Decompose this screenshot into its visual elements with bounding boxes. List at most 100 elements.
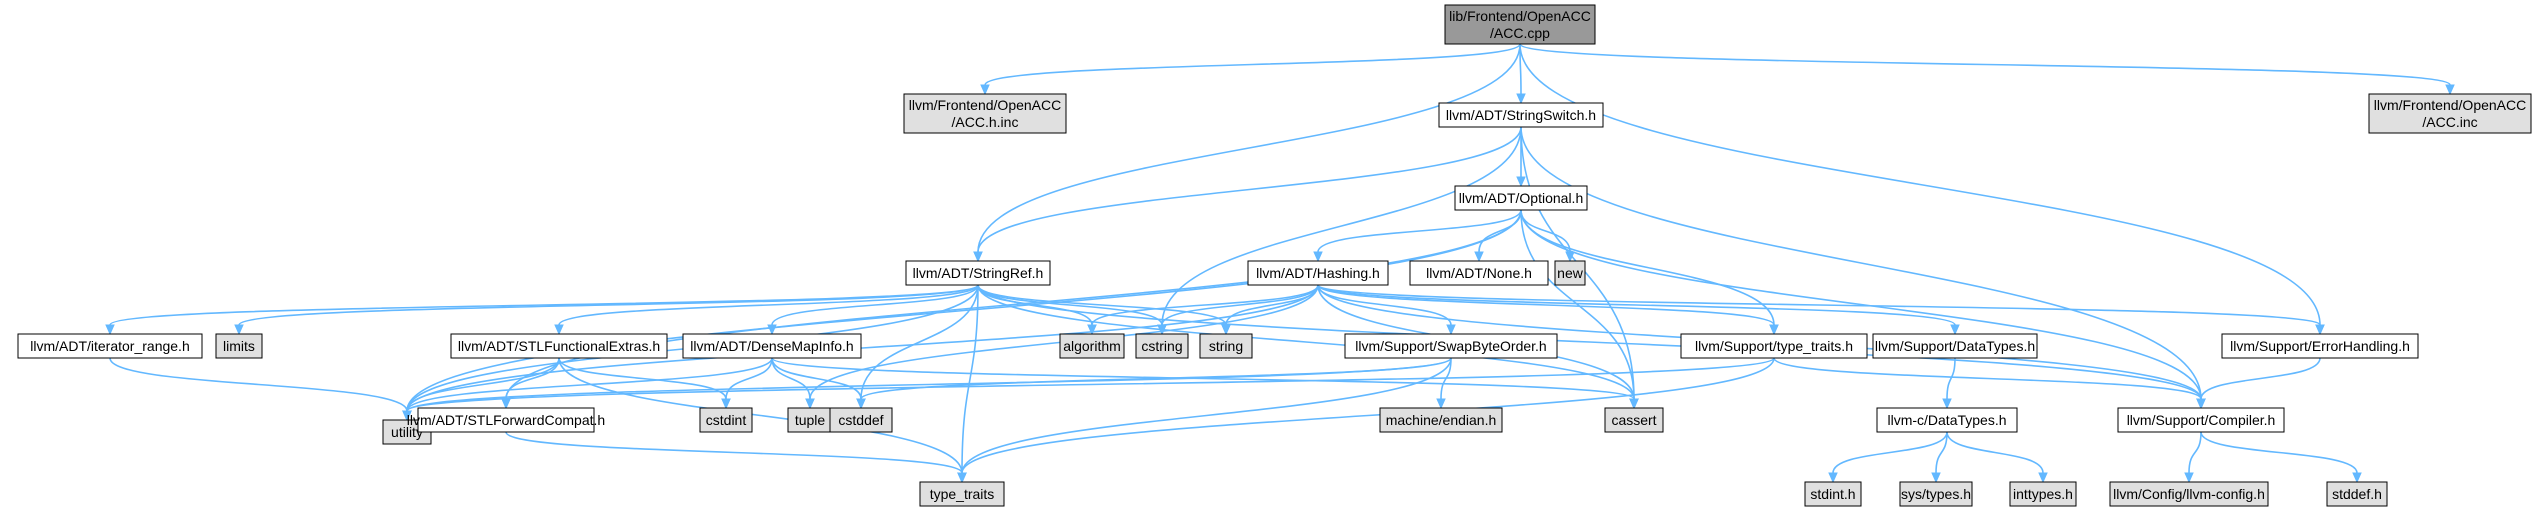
edge-stringswitch-to-compiler	[1520, 126, 2206, 410]
node-label: llvm/ADT/STLFunctionalExtras.h	[458, 338, 660, 354]
node-algorithm[interactable]: algorithm	[1059, 333, 1125, 359]
node-label: llvm/ADT/Optional.h	[1459, 190, 1583, 206]
node-machine-endian[interactable]: machine/endian.h	[1379, 407, 1503, 433]
node-type-traits-h[interactable]: llvm/Support/type_traits.h	[1680, 333, 1868, 359]
node-cstdint[interactable]: cstdint	[699, 407, 753, 433]
node-box	[17, 333, 203, 359]
node-box	[919, 481, 1005, 507]
edge-root-to-stringref	[973, 43, 1521, 263]
edge-c-datatypes-to-stdint	[1828, 431, 1948, 484]
node-label: llvm/Support/Compiler.h	[2127, 412, 2276, 428]
node-label: llvm/ADT/DenseMapInfo.h	[690, 338, 853, 354]
edge-c-datatypes-to-systypes	[1931, 431, 1948, 484]
node-label: llvm/ADT/Hashing.h	[1256, 265, 1380, 281]
node-type-traits[interactable]: type_traits	[919, 481, 1005, 507]
node-box	[2109, 481, 2269, 507]
node-box	[1899, 481, 1973, 507]
node-box	[1876, 407, 2018, 433]
node-cstring[interactable]: cstring	[1135, 333, 1189, 359]
node-box	[1454, 185, 1588, 211]
node-box	[1059, 333, 1125, 359]
node-box	[1444, 4, 1596, 45]
node-box	[1554, 260, 1586, 286]
node-iterator-range[interactable]: llvm/ADT/iterator_range.h	[17, 333, 203, 359]
node-label: string	[1209, 338, 1243, 354]
edge-type-traits-h-to-compiler	[1773, 357, 2206, 410]
node-label: algorithm	[1063, 338, 1121, 354]
node-optional[interactable]: llvm/ADT/Optional.h	[1454, 185, 1588, 211]
node-inttypes[interactable]: inttypes.h	[2009, 481, 2077, 507]
node-label: utility	[391, 424, 423, 440]
node-label: llvm-c/DataTypes.h	[1887, 412, 2006, 428]
node-densemapinfo[interactable]: llvm/ADT/DenseMapInfo.h	[682, 333, 862, 359]
node-stlfunctional[interactable]: llvm/ADT/STLFunctionalExtras.h	[450, 333, 668, 359]
node-box	[2368, 93, 2532, 134]
node-stdint[interactable]: stdint.h	[1804, 481, 1862, 507]
edge-optional-to-compiler	[1520, 209, 2206, 410]
node-datatypes-h[interactable]: llvm/Support/DataTypes.h	[1872, 333, 2038, 359]
node-label: cstdint	[706, 412, 747, 428]
edge-compiler-to-stddef	[2200, 431, 2362, 484]
node-stddef[interactable]: stddef.h	[2326, 481, 2388, 507]
node-label: llvm/ADT/iterator_range.h	[30, 338, 190, 354]
node-label: /ACC.cpp	[1490, 25, 1550, 41]
node-label: tuple	[795, 412, 826, 428]
node-label: llvm/Config/llvm-config.h	[2113, 486, 2265, 502]
node-acc-inc[interactable]: llvm/Frontend/OpenACC/ACC.inc	[2368, 93, 2532, 134]
node-box	[1409, 260, 1549, 286]
edge-stringref-to-algorithm	[977, 284, 1097, 336]
edge-densemapinfo-to-cstdint	[721, 357, 773, 410]
node-none[interactable]: llvm/ADT/None.h	[1409, 260, 1549, 286]
nodes-layer: lib/Frontend/OpenACC/ACC.cpp llvm/Fronten…	[17, 4, 2532, 507]
node-box	[2326, 481, 2388, 507]
node-root[interactable]: lib/Frontend/OpenACC/ACC.cpp	[1444, 4, 1596, 45]
edge-hashing-to-algorithm	[1087, 284, 1319, 336]
node-label: cstring	[1141, 338, 1182, 354]
node-label: /ACC.inc	[2422, 114, 2477, 130]
node-llvm-config[interactable]: llvm/Config/llvm-config.h	[2109, 481, 2269, 507]
node-systypes[interactable]: sys/types.h	[1899, 481, 1973, 507]
node-stringref[interactable]: llvm/ADT/StringRef.h	[905, 260, 1051, 286]
edge-stlforward-to-type-traits	[505, 431, 967, 484]
node-label: sys/types.h	[1901, 486, 1971, 502]
edge-optional-to-hashing	[1313, 209, 1522, 263]
node-stlforward[interactable]: llvm/ADT/STLForwardCompat.h	[407, 407, 605, 433]
node-cassert[interactable]: cassert	[1604, 407, 1664, 433]
node-swapbyteorder[interactable]: llvm/Support/SwapByteOrder.h	[1344, 333, 1558, 359]
node-utility[interactable]: utility	[382, 419, 432, 445]
node-box	[1199, 333, 1253, 359]
node-box	[1344, 333, 1558, 359]
edge-stlfunctional-to-cstdint	[558, 357, 731, 410]
node-label: llvm/Support/SwapByteOrder.h	[1355, 338, 1546, 354]
node-label: llvm/Frontend/OpenACC	[909, 97, 1062, 113]
node-box	[450, 333, 668, 359]
node-label: llvm/ADT/StringRef.h	[913, 265, 1044, 281]
node-limits[interactable]: limits	[215, 333, 263, 359]
edge-stringref-to-limits	[234, 284, 979, 336]
edge-errorhandling-to-compiler	[2196, 357, 2321, 410]
node-label: machine/endian.h	[1386, 412, 1497, 428]
node-hashing[interactable]: llvm/ADT/Hashing.h	[1247, 260, 1389, 286]
node-stringswitch[interactable]: llvm/ADT/StringSwitch.h	[1438, 102, 1604, 128]
node-box	[2117, 407, 2285, 433]
edge-stringref-to-densemapinfo	[767, 284, 979, 336]
node-cstddef[interactable]: cstddef	[829, 407, 893, 433]
node-acc-h-inc[interactable]: llvm/Frontend/OpenACC/ACC.h.inc	[903, 93, 1067, 134]
node-new[interactable]: new	[1554, 260, 1586, 286]
node-label: inttypes.h	[2013, 486, 2073, 502]
node-string[interactable]: string	[1199, 333, 1253, 359]
edge-hashing-to-cstring	[1157, 284, 1319, 336]
node-box	[903, 93, 1067, 134]
node-errorhandling[interactable]: llvm/Support/ErrorHandling.h	[2221, 333, 2419, 359]
node-box	[682, 333, 862, 359]
edge-root-to-errorhandling	[1519, 43, 2325, 336]
node-c-datatypes[interactable]: llvm-c/DataTypes.h	[1876, 407, 2018, 433]
node-box	[699, 407, 753, 433]
node-tuple[interactable]: tuple	[787, 407, 833, 433]
node-box	[1135, 333, 1189, 359]
node-compiler[interactable]: llvm/Support/Compiler.h	[2117, 407, 2285, 433]
node-label: stddef.h	[2332, 486, 2382, 502]
node-label: cassert	[1611, 412, 1656, 428]
edge-compiler-to-llvm-config	[2184, 431, 2202, 484]
